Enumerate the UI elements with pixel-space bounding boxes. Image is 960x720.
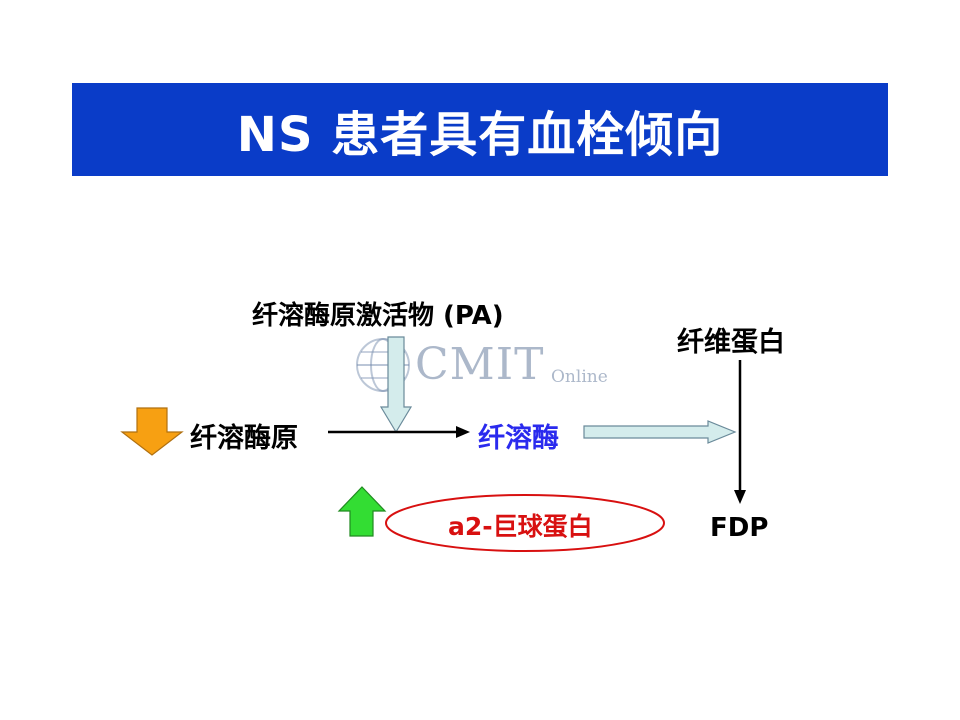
fibrin-to-fdp-head — [734, 490, 746, 504]
fibrin-label: 纤维蛋白 — [677, 327, 785, 358]
title-bar: NS 患者具有血栓倾向 — [72, 83, 888, 176]
activation-arrow-head — [456, 426, 470, 438]
slide-title: NS 患者具有血栓倾向 — [236, 106, 724, 163]
a2-macroglobulin-label: a2-巨球蛋白 — [448, 512, 593, 541]
plasminogen-label: 纤溶酶原 — [190, 423, 298, 454]
decrease-arrow-icon — [120, 407, 184, 456]
pa-label: 纤溶酶原激活物 (PA) — [252, 301, 504, 331]
fdp-label: FDP — [710, 513, 769, 543]
a2-highlight-ellipse — [385, 494, 665, 552]
plasmin-label: 纤溶酶 — [478, 423, 559, 454]
pa-down-arrow — [379, 336, 413, 434]
watermark-text: CMIT — [415, 339, 545, 390]
plasmin-flow-arrow — [583, 420, 737, 444]
increase-arrow-icon — [337, 486, 387, 537]
cmit-watermark: CMIT Online — [355, 337, 620, 397]
watermark-subtext: Online — [551, 367, 608, 387]
globe-logo-icon — [356, 338, 410, 392]
